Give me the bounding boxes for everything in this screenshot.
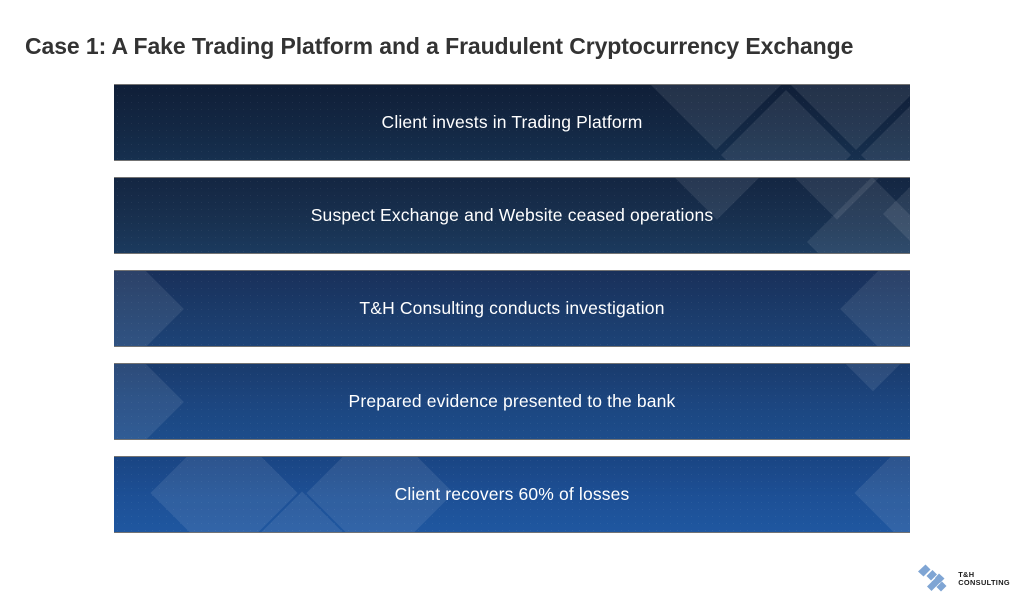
logo-line-2: CONSULTING bbox=[958, 578, 1010, 587]
step-2-background bbox=[114, 178, 910, 253]
step-3-label: T&H Consulting conducts investigation bbox=[359, 298, 665, 318]
process-bar-list: Client invests in Trading Platform Suspe… bbox=[114, 84, 910, 549]
logo-line-1: T&H bbox=[958, 569, 975, 579]
step-2-label: Suspect Exchange and Website ceased oper… bbox=[310, 205, 714, 225]
process-step-1[interactable]: Client invests in Trading Platform bbox=[114, 84, 910, 161]
step-1-label: Client invests in Trading Platform bbox=[381, 112, 643, 132]
step-4-background bbox=[114, 364, 910, 439]
step-3-background bbox=[114, 271, 910, 346]
brand-logo: T&H CONSULTING bbox=[915, 561, 1010, 597]
step-5-label: Client recovers 60% of losses bbox=[394, 484, 630, 504]
step-1-background bbox=[114, 85, 910, 160]
step-5-background bbox=[114, 457, 910, 532]
process-step-4[interactable]: Prepared evidence presented to the bank bbox=[114, 363, 910, 440]
process-step-5[interactable]: Client recovers 60% of losses bbox=[114, 456, 910, 533]
th-consulting-mark-icon bbox=[915, 561, 951, 597]
process-step-2[interactable]: Suspect Exchange and Website ceased oper… bbox=[114, 177, 910, 254]
process-step-3[interactable]: T&H Consulting conducts investigation bbox=[114, 270, 910, 347]
page-title: Case 1: A Fake Trading Platform and a Fr… bbox=[25, 33, 854, 59]
step-4-label: Prepared evidence presented to the bank bbox=[348, 391, 676, 411]
logo-wordmark: T&H CONSULTING bbox=[958, 569, 1010, 588]
